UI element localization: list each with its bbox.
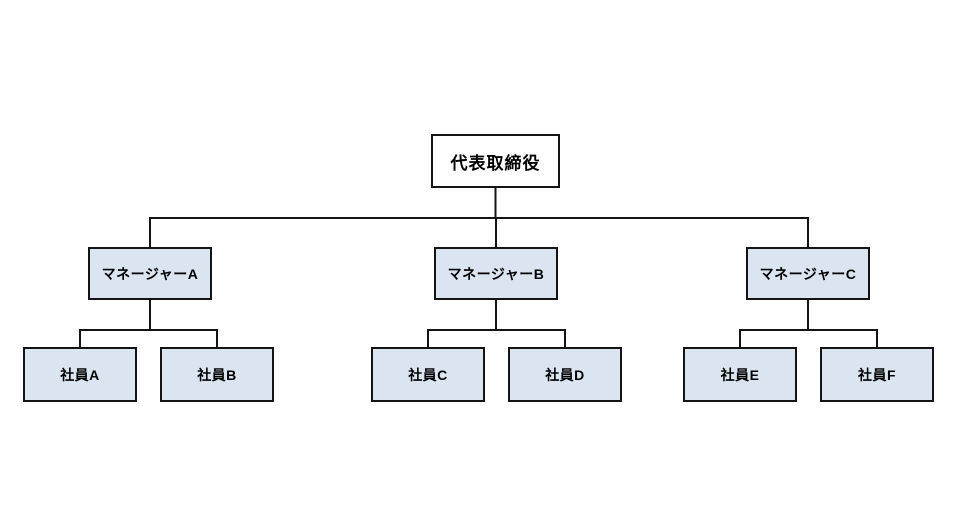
connector-mgrA-to-children xyxy=(79,300,218,347)
org-node-employee-c-label: 社員C xyxy=(408,366,448,383)
connector-ceo-to-managers xyxy=(149,188,809,247)
org-node-manager-c: マネージャーC xyxy=(746,247,870,300)
org-node-employee-e: 社員E xyxy=(683,347,797,402)
org-node-manager-a: マネージャーA xyxy=(88,247,212,300)
org-node-manager-b: マネージャーB xyxy=(434,247,558,300)
org-node-employee-d-label: 社員D xyxy=(545,366,585,383)
connector-mgrB-to-children xyxy=(427,300,566,347)
org-node-employee-f-label: 社員F xyxy=(857,366,897,383)
org-node-employee-b: 社員B xyxy=(160,347,274,402)
org-node-employee-f: 社員F xyxy=(820,347,934,402)
org-node-manager-a-label: マネージャーA xyxy=(101,265,199,282)
org-node-ceo-label: 代表取締役 xyxy=(450,153,541,173)
org-node-employee-b-label: 社員B xyxy=(197,366,237,383)
connector-mgrC-to-children xyxy=(739,300,878,347)
org-node-employee-e-label: 社員E xyxy=(720,366,760,383)
org-node-manager-b-label: マネージャーB xyxy=(447,265,545,282)
org-node-employee-a: 社員A xyxy=(23,347,137,402)
org-node-employee-a-label: 社員A xyxy=(60,366,100,383)
org-node-ceo: 代表取締役 xyxy=(431,134,560,188)
org-node-employee-d: 社員D xyxy=(508,347,622,402)
org-node-employee-c: 社員C xyxy=(371,347,485,402)
org-node-manager-c-label: マネージャーC xyxy=(759,265,857,282)
